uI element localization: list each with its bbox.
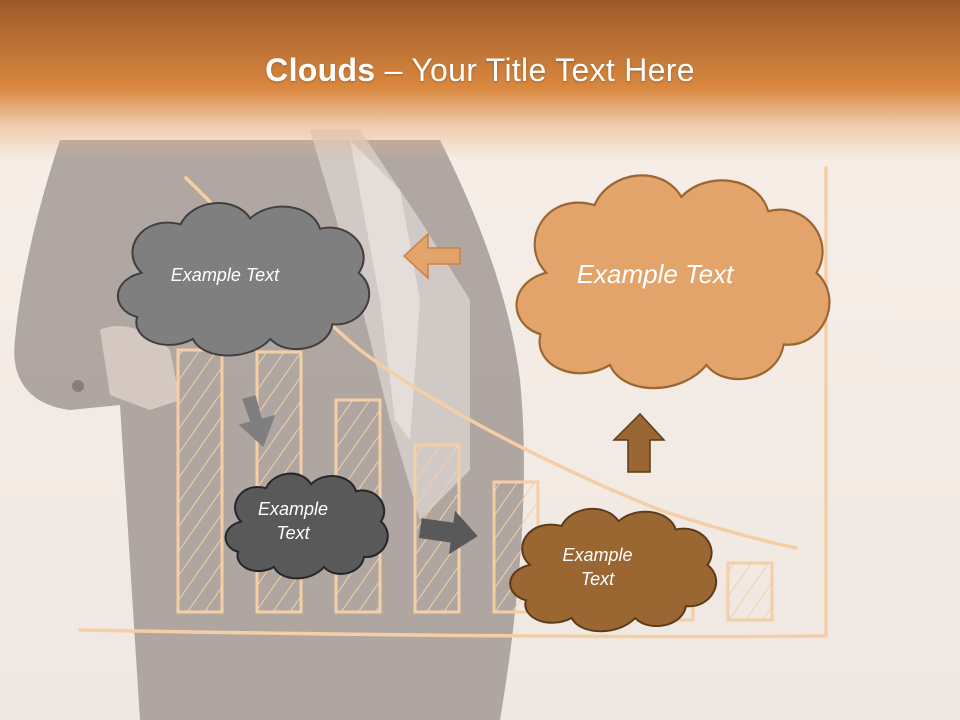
cloud-darkgray-text: Example Text: [257, 498, 329, 543]
title-bold: Clouds: [265, 52, 376, 88]
arrow-up-icon: [612, 412, 666, 473]
arrow-right-icon: [418, 510, 478, 555]
arrow-left-icon: [402, 232, 461, 280]
title-rest: – Your Title Text Here: [375, 52, 695, 88]
cloud-orange-text: Example Text: [576, 259, 734, 290]
arrow-down-icon: [238, 395, 276, 448]
cloud-brown-text: Example Text: [562, 544, 633, 589]
title-bar: [0, 0, 960, 160]
cloud-gray-text: Example Text: [170, 264, 280, 285]
sketch-bar: [176, 348, 224, 614]
slide-title: Clouds – Your Title Text Here: [0, 52, 960, 89]
sketch-bar: [726, 561, 774, 622]
